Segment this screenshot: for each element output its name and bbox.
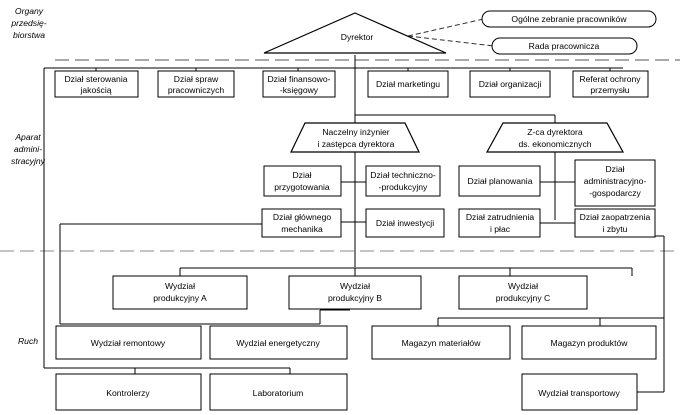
repair-box: [55, 325, 202, 360]
director-label: Dyrektor: [341, 32, 374, 42]
production-c-label: Wydział: [508, 281, 538, 291]
dept-planning-label: Dział planowania: [468, 176, 533, 186]
energy-box: [209, 325, 348, 360]
laboratory-box: [209, 373, 348, 411]
dept-supply-label: Dział zaopatrzenia: [580, 212, 651, 222]
dept-technical-label-2: -produkcyjny: [379, 182, 428, 192]
staff-organization-label: Dział organizacji: [479, 79, 542, 89]
staff-protection-box: [572, 70, 649, 98]
dept-mechanic-label: Dział głównego: [273, 212, 332, 222]
economic-deputy-label: Z-ca dyrektora: [527, 127, 583, 137]
dept-preparation-box: [263, 165, 342, 197]
staff-finance-label-2: -księgowy: [280, 85, 319, 95]
staff-organization-box: [469, 70, 551, 98]
production-a-label-2: produkcyjny A: [153, 293, 207, 303]
production-b-box: [288, 275, 422, 310]
production-b-label: Wydział: [340, 281, 370, 291]
staff-hr-box: [157, 70, 235, 98]
dept-supply-box: [574, 208, 656, 238]
dept-admin-label-3: -gospodarczy: [589, 188, 641, 198]
staff-finance-box: [262, 70, 336, 98]
laboratory-label: Laboratorium: [253, 388, 304, 398]
materials-box: [371, 325, 511, 360]
dept-admin-box: [574, 159, 656, 207]
general-meeting-box: [481, 10, 657, 28]
chief-engineer-label-2: i zastępca dyrektora: [318, 139, 395, 149]
transport-box: [521, 373, 638, 411]
production-b-label-2: produkcyjny B: [328, 293, 382, 303]
economic-deputy-box: [485, 122, 625, 153]
products-label: Magazyn produktów: [551, 338, 629, 348]
staff-hr-label: Dział spraw: [174, 74, 219, 84]
dept-technical-box: [365, 165, 441, 197]
dept-supply-label-2: i zbytu: [603, 224, 628, 234]
dept-admin-label: Dział: [605, 164, 624, 174]
staff-protection-label-2: przemysłu: [590, 85, 629, 95]
dept-investment-box: [365, 208, 445, 238]
staff-marketing-box: [367, 70, 449, 98]
chief-engineer-box: [290, 122, 420, 153]
transport-label: Wydział transportowy: [538, 388, 620, 398]
production-c-label-2: produkcyjny C: [496, 293, 550, 303]
workers-council-box: [491, 37, 638, 55]
dept-admin-label-2: administracyjno-: [584, 176, 647, 186]
dept-mechanic-label-2: mechanika: [281, 224, 323, 234]
materials-label: Magazyn materiałów: [402, 338, 482, 348]
products-box: [521, 325, 657, 360]
svg-text:Ruch: Ruch: [18, 336, 38, 346]
controllers-box: [55, 373, 202, 411]
dept-preparation-label-2: przygotowania: [274, 182, 330, 192]
staff-quality-label-2: jakością: [79, 85, 111, 95]
dept-technical-label: Dział techniczno-: [370, 170, 436, 180]
dept-employment-label-2: i płac: [490, 224, 511, 234]
dept-planning-box: [458, 165, 541, 197]
svg-text:przedsię-: przedsię-: [10, 18, 46, 28]
workers-council-label: Rada pracownicza: [529, 41, 600, 51]
production-a-box: [112, 275, 248, 310]
staff-quality-box: [54, 70, 139, 98]
production-a-label: Wydział: [165, 281, 195, 291]
svg-text:Aparat: Aparat: [14, 132, 41, 142]
chief-engineer-label: Naczelny inżynier: [322, 127, 389, 137]
economic-deputy-label-2: ds. ekonomicznych: [518, 139, 591, 149]
repair-label: Wydział remontowy: [91, 338, 166, 348]
general-meeting-label: Ogólne zebranie pracowników: [511, 14, 627, 24]
dept-mechanic-box: [261, 208, 342, 238]
staff-quality-label: Dział sterowania: [64, 74, 127, 84]
director-box: [263, 12, 447, 54]
svg-text:Organy: Organy: [15, 6, 44, 16]
controllers-label: Kontrolerzy: [106, 388, 150, 398]
staff-marketing-label: Dział marketingu: [376, 79, 440, 89]
staff-protection-label: Referat ochrony: [579, 74, 641, 84]
dept-employment-label: Dział zatrudnienia: [466, 212, 535, 222]
dept-investment-label: Dział inwestycji: [376, 218, 434, 228]
production-c-box: [458, 275, 588, 310]
staff-finance-label: Dział finansowo-: [267, 74, 330, 84]
section-label-admin: Aparat admini- stracyjny: [11, 132, 46, 166]
organ-links: [407, 17, 495, 47]
dept-preparation-label: Dział: [292, 170, 311, 180]
section-label-organs: Organy przedsię- biorstwa: [10, 6, 46, 40]
dept-employment-box: [458, 208, 541, 238]
energy-label: Wydział energetyczny: [236, 338, 320, 348]
section-label-operations: Ruch: [18, 336, 38, 346]
connector-lines: [43, 55, 665, 393]
svg-text:stracyjny: stracyjny: [11, 156, 46, 166]
svg-text:admini-: admini-: [14, 144, 42, 154]
svg-text:biorstwa: biorstwa: [13, 30, 45, 40]
staff-hr-label-2: pracowniczych: [168, 85, 225, 95]
